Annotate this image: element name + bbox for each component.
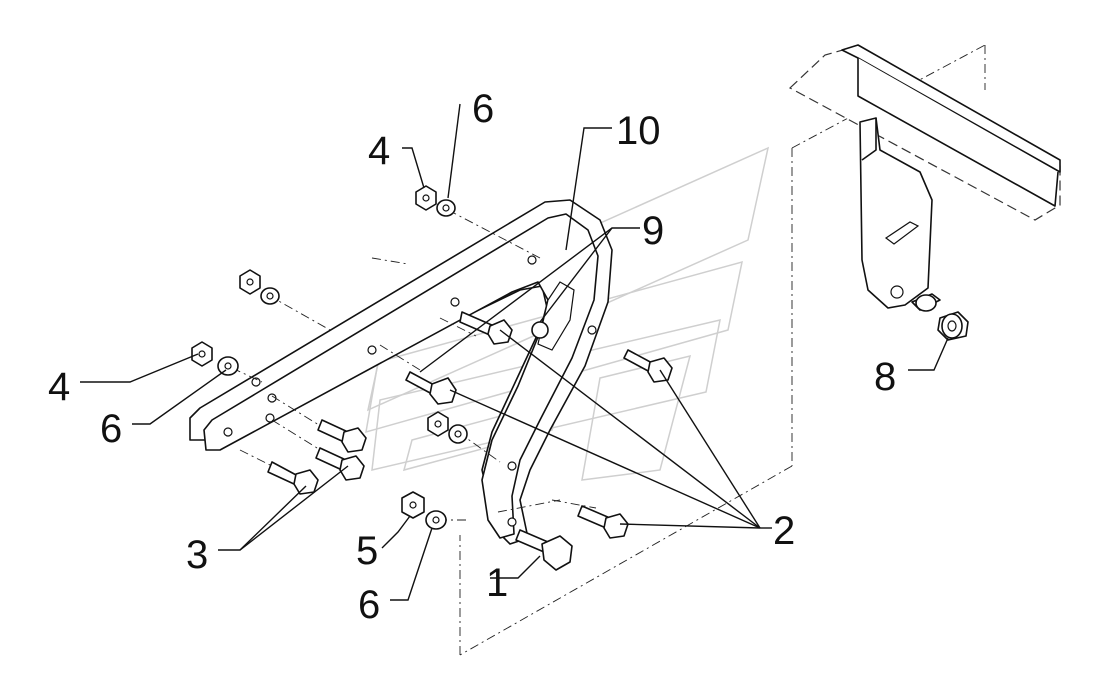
callout-6-left: 6 (100, 407, 122, 451)
callout-10: 10 (616, 109, 661, 153)
callout-labels: 1 2 3 4 4 5 6 6 6 8 9 10 (48, 87, 896, 627)
callout-5: 5 (356, 529, 378, 573)
bushing-8 (911, 293, 969, 341)
frame-rail (788, 44, 1061, 221)
frame-bracket (859, 117, 933, 309)
callout-6-bottom: 6 (358, 583, 380, 627)
callout-1: 1 (486, 561, 508, 605)
callout-4-top: 4 (368, 129, 390, 173)
callout-6-top: 6 (472, 87, 494, 131)
callout-2: 2 (773, 509, 795, 553)
callout-4-left: 4 (48, 365, 70, 409)
nuts-and-washers (191, 185, 468, 530)
leader-lines (80, 103, 949, 601)
callout-3: 3 (186, 533, 208, 577)
callout-9: 9 (642, 209, 664, 253)
callout-8: 8 (874, 355, 896, 399)
main-bracket-10 (189, 199, 613, 545)
bolts (267, 311, 673, 571)
